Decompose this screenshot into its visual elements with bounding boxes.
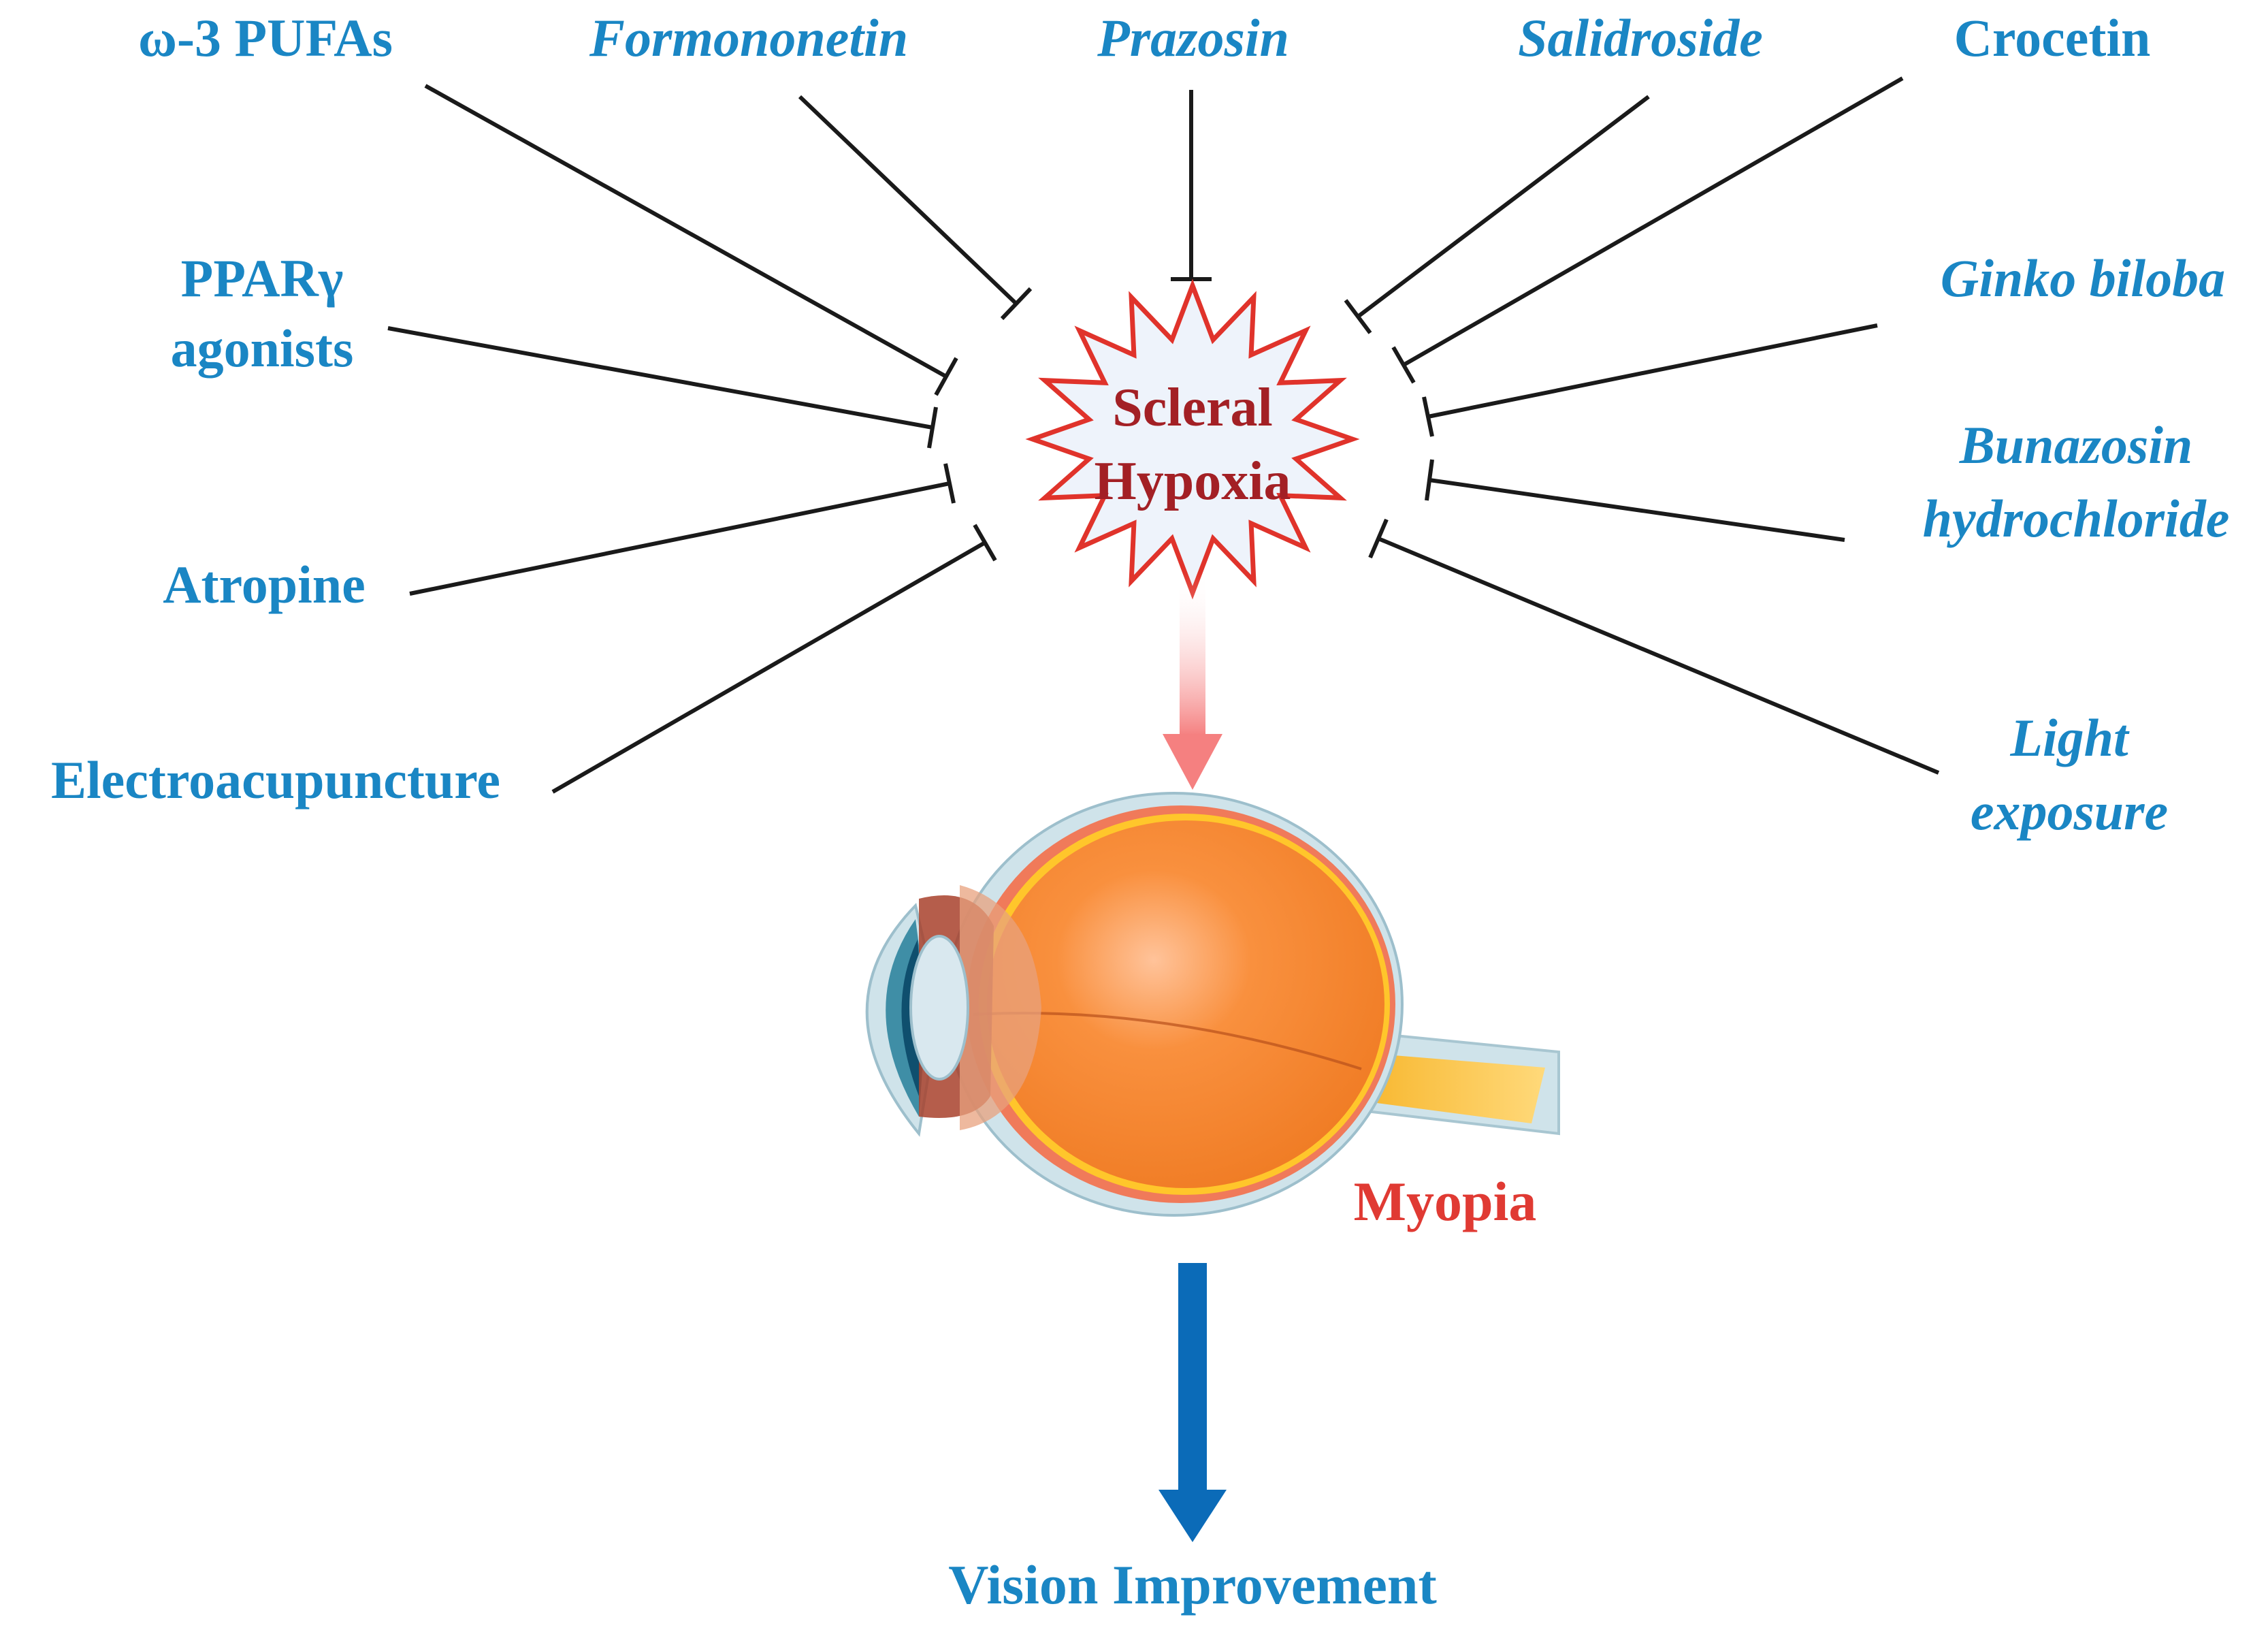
center-label-line1: Scleral (1112, 378, 1272, 438)
intervention-label-formononetin: Formononetin (589, 8, 908, 67)
intervention-label-prazosin: Prazosin (1097, 8, 1289, 67)
vision-improvement-label: Vision Improvement (948, 1554, 1437, 1616)
intervention-label-light-line1: Light (2009, 708, 2130, 767)
scleral-hypoxia-burst (1025, 278, 1360, 600)
inhibit-line-atropine (409, 463, 956, 596)
intervention-label-salidroside: Salidroside (1518, 8, 1763, 67)
inhibit-line-ppar (387, 326, 938, 449)
center-label-line2: Hypoxia (1095, 451, 1291, 511)
inhibit-line-omega3 (424, 84, 958, 396)
hypoxia-to-myopia-arrow (1163, 572, 1222, 790)
intervention-label-bunazosin-line1: Bunazosin (1959, 415, 2193, 475)
myopia-label: Myopia (1354, 1170, 1537, 1232)
myopia-to-vision-arrow (1159, 1263, 1227, 1542)
inhibit-line-ginkgo (1422, 323, 1878, 437)
intervention-label-ppar-line2: agonists (171, 319, 354, 378)
inhibit-line-formononetin (798, 95, 1033, 321)
inhibit-line-crocetin (1391, 76, 1904, 384)
intervention-label-electro: Electroacupuncture (51, 750, 500, 810)
intervention-label-crocetin: Crocetin (1954, 8, 2151, 67)
intervention-label-omega3: ω-3 PUFAs (138, 8, 393, 67)
inhibit-line-electro (551, 524, 997, 794)
intervention-labels: ω-3 PUFAs Formononetin Prazosin Salidroside… (51, 8, 2229, 841)
intervention-label-light-line2: exposure (1971, 782, 2168, 841)
myopic-eye-illustration (865, 792, 1560, 1217)
intervention-label-atropine: Atropine (163, 555, 366, 614)
inhibit-line-salidroside (1344, 95, 1650, 334)
inhibit-line-prazosin (1171, 90, 1212, 281)
intervention-label-bunazosin-line2: hydrochloride (1923, 489, 2230, 548)
inhibit-line-bunazosin (1425, 459, 1845, 542)
inhibition-lines (387, 76, 1940, 794)
intervention-label-ginkgo: Ginko biloba (1941, 249, 2225, 308)
inhibit-line-light (1368, 518, 1940, 775)
intervention-label-ppar-line1: PPARγ (181, 249, 344, 308)
